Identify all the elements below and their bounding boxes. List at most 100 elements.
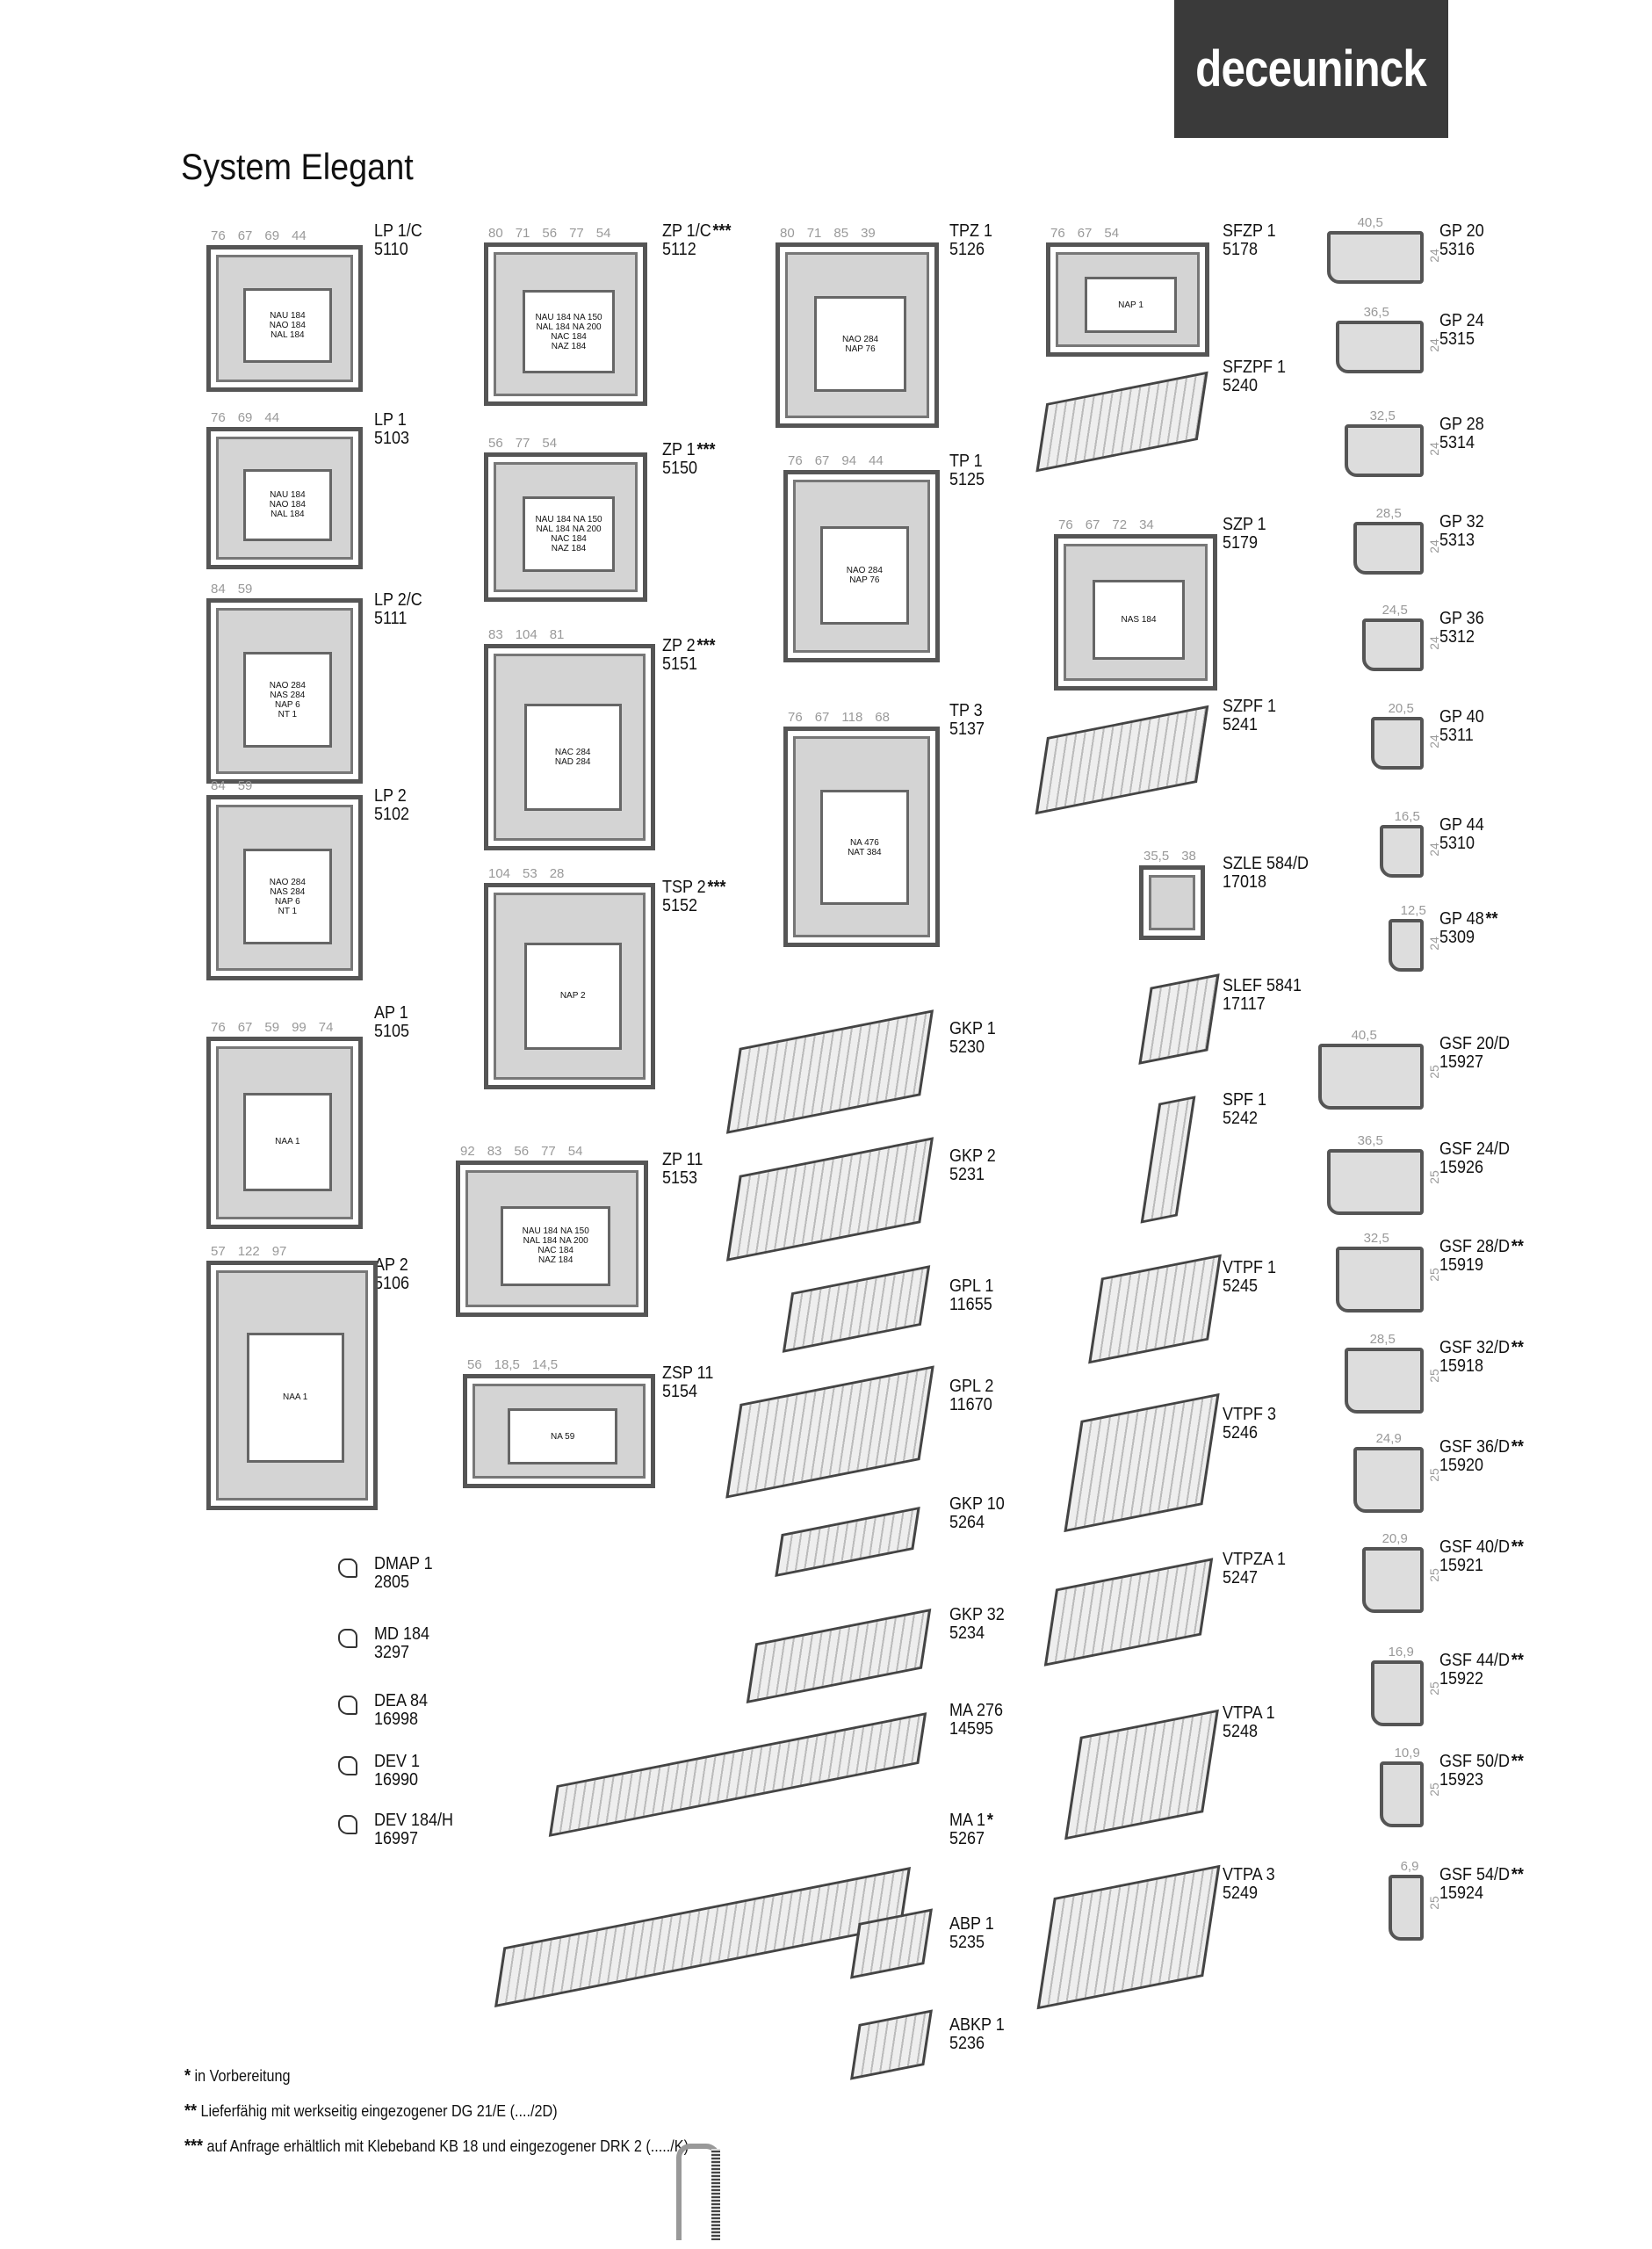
item-label-gsf-28-d: GSF 28/D**15919: [1439, 1238, 1524, 1275]
dimension-value: 56: [542, 226, 558, 241]
item-name: DEV 1: [374, 1752, 421, 1771]
dimension-value: 44: [292, 228, 307, 243]
glazing-bead-list: NAA 1: [242, 1092, 332, 1192]
slef-5841-drawing: [1138, 973, 1220, 1065]
item-code: 5264: [949, 1513, 985, 1532]
glazing-bead: NAS 284: [270, 886, 306, 897]
glazing-bead: NAP 6: [274, 896, 300, 907]
dimension-value: 122: [237, 1244, 260, 1259]
item-code: 5245: [1223, 1276, 1259, 1296]
glazing-bead: NAO 284: [841, 334, 879, 344]
item-name: VTPA 1: [1223, 1703, 1275, 1723]
item-name: DEV 184/H: [374, 1811, 454, 1830]
dimension-value: 72: [1112, 517, 1128, 532]
glazing-bead: NAU 184: [270, 310, 306, 321]
glazing-bead: NA 59: [551, 1431, 575, 1442]
glazing-bead: NAU 184 NA 150: [522, 1226, 589, 1237]
item-code: 14595: [949, 1719, 994, 1739]
footnote-mark: ***: [712, 221, 732, 241]
gpl-1-drawing: [782, 1265, 931, 1353]
brand-logo: deceuninck: [1174, 0, 1448, 138]
dimension-value: 76: [1050, 226, 1065, 241]
footnote-mark: **: [1511, 1338, 1524, 1357]
dimension-value: 56: [514, 1144, 530, 1159]
height-dimension: 25: [1427, 1369, 1442, 1383]
item-name: SFZP 1: [1223, 221, 1276, 241]
height-dimension: 25: [1427, 1896, 1442, 1910]
dimension-value: 77: [515, 436, 530, 451]
glazing-bead-list: NAP 2: [523, 943, 622, 1050]
vtpa-1-drawing: [1064, 1709, 1219, 1840]
item-code: 5247: [1223, 1568, 1259, 1587]
item-code: 5103: [374, 429, 410, 448]
dimensions: 28,5: [1370, 1332, 1396, 1347]
dimensions: 32,5: [1370, 409, 1396, 423]
glazing-bead: NAO 284: [846, 565, 883, 575]
item-code: 5267: [949, 1829, 985, 1848]
item-name: GP 24: [1439, 311, 1484, 330]
dimension-value: 40,5: [1351, 1028, 1377, 1043]
dimension-value: 56: [488, 436, 503, 451]
item-code: 15926: [1439, 1158, 1484, 1177]
dimension-value: 80: [780, 226, 795, 241]
item-code: 15924: [1439, 1884, 1484, 1903]
item-name: GP 36: [1439, 609, 1484, 628]
glazing-bead: NAA 1: [275, 1137, 300, 1147]
dimensions: 16,9: [1389, 1645, 1414, 1660]
dimension-value: 83: [487, 1144, 502, 1159]
item-code: 11655: [949, 1295, 992, 1314]
dimensions: 20,5: [1389, 701, 1414, 716]
vtpf-3-drawing: [1064, 1392, 1220, 1533]
dimension-value: 94: [841, 453, 857, 468]
item-code: 5178: [1223, 240, 1259, 259]
glazing-bead: NAL 184: [271, 510, 305, 520]
dimensions: 10,9: [1395, 1746, 1420, 1761]
glazing-bead: NAL 184: [271, 329, 305, 340]
page-title: System Elegant: [181, 146, 414, 187]
dimension-value: 67: [814, 453, 830, 468]
item-label-ma-1: MA 1*5267: [949, 1811, 993, 1848]
gkp-2-drawing: [725, 1137, 934, 1262]
item-code: 16990: [374, 1770, 419, 1790]
dimension-value: 40,5: [1357, 215, 1383, 230]
height-dimension: 24: [1427, 248, 1442, 263]
dimension-value: 76: [211, 1020, 226, 1035]
item-code: 5240: [1223, 376, 1259, 395]
item-name: MD 184: [374, 1624, 430, 1644]
glazing-bead: NAD 284: [554, 756, 591, 767]
footnote-mark: **: [1511, 1865, 1524, 1884]
glazing-bead: NAL 184 NA 200: [536, 322, 602, 332]
footnote-mark: **: [1511, 1752, 1524, 1771]
sfzpf-1-drawing: [1035, 371, 1208, 473]
item-code: 5242: [1223, 1109, 1259, 1128]
glazing-bead: NAU 184: [270, 490, 306, 501]
item-name: GSF 50/D: [1439, 1752, 1511, 1771]
glazing-bead: NAA 1: [283, 1392, 308, 1403]
height-dimension: 25: [1427, 1568, 1442, 1582]
item-name: GKP 2: [949, 1146, 996, 1166]
